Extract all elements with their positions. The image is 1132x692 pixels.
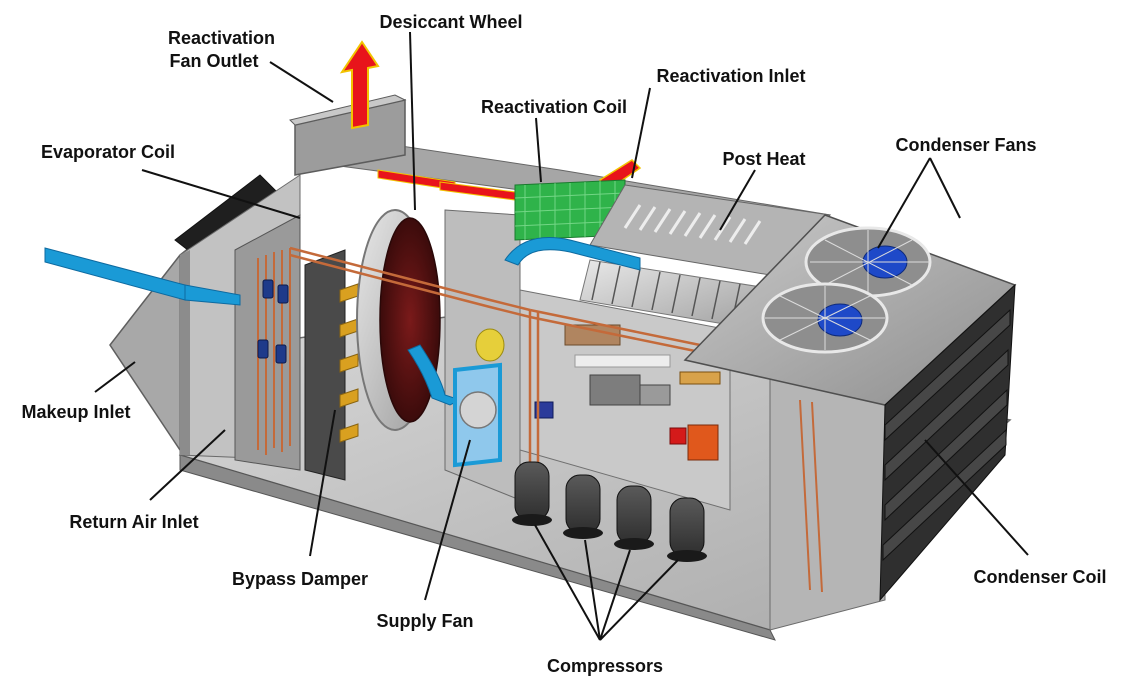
supply-fan-wheel (459, 391, 497, 429)
post-heat-grille (623, 204, 762, 245)
makeup-inlet-airflow (44, 247, 186, 301)
labels: Reactivation Fan Outlet Desiccant Wheel … (21, 12, 1106, 676)
leader-desiccant-wheel (409, 31, 416, 211)
unit-illustration (44, 40, 1017, 641)
leader-compressors-3 (599, 549, 631, 641)
evaporator-valves (257, 279, 289, 364)
label-reactivation-inlet: Reactivation Inlet (656, 66, 805, 86)
label-bypass-damper: Bypass Damper (232, 569, 368, 589)
label-reactivation-fan-outlet-line2: Fan Outlet (170, 51, 259, 71)
leader-compressors-2 (584, 539, 601, 641)
label-condenser-coil: Condenser Coil (973, 567, 1106, 587)
leader-lines (94, 31, 1029, 641)
condenser-fans (761, 226, 932, 354)
label-evaporator-coil: Evaporator Coil (41, 142, 175, 162)
leader-compressors-1 (534, 524, 601, 641)
compressor-2 (563, 474, 603, 539)
label-desiccant-wheel: Desiccant Wheel (379, 12, 522, 32)
leader-reactivation-fan-outlet (269, 61, 334, 103)
supply-fan-motor (475, 328, 505, 362)
unit-base-rail (179, 454, 776, 641)
label-return-air-inlet: Return Air Inlet (69, 512, 198, 532)
label-reactivation-fan-outlet-line1: Reactivation (168, 28, 275, 48)
post-heat-fins (591, 261, 741, 323)
leader-condenser-fans-a (877, 157, 931, 249)
leader-evaporator-coil (141, 169, 301, 219)
unit-left-frame (180, 250, 190, 455)
condenser-coil-louvers (882, 308, 1011, 562)
leader-return-air-inlet (149, 429, 226, 501)
label-reactivation-fan-outlet: Reactivation Fan Outlet (168, 28, 280, 71)
condenser-fan-2 (761, 282, 889, 354)
supply-airflow (44, 237, 641, 406)
compressors-group (512, 461, 707, 562)
leader-post-heat (719, 169, 756, 231)
leader-makeup-inlet (94, 361, 136, 393)
leader-reactivation-inlet (631, 87, 651, 179)
bypass-damper-frame (304, 249, 346, 481)
condenser-fan-1 (804, 226, 932, 298)
leader-condenser-fans-b (929, 157, 961, 219)
compressor-3 (614, 485, 654, 550)
leader-compressors-4 (599, 559, 679, 641)
label-makeup-inlet: Makeup Inlet (21, 402, 130, 422)
label-reactivation-coil: Reactivation Coil (481, 97, 627, 117)
reactivation-outlet-arrow (339, 40, 380, 130)
leader-condenser-coil (924, 439, 1029, 556)
label-compressors: Compressors (547, 656, 663, 676)
label-condenser-fans: Condenser Fans (895, 135, 1036, 155)
condenser-piping (799, 399, 823, 593)
compressor-1 (512, 461, 552, 526)
label-post-heat: Post Heat (722, 149, 805, 169)
refrigerant-piping (289, 246, 701, 472)
leader-reactivation-coil (535, 117, 542, 183)
leader-bypass-damper (309, 409, 336, 557)
label-supply-fan: Supply Fan (376, 611, 473, 631)
compressor-4 (667, 497, 707, 562)
leader-supply-fan (424, 439, 471, 601)
